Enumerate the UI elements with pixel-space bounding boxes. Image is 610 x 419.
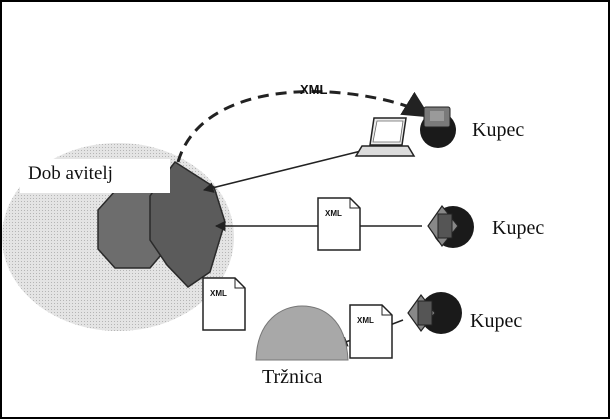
xml-document-3: [349, 304, 393, 359]
buyer-label-1: Kupec: [472, 119, 525, 141]
xml-flow-label: XML: [300, 82, 328, 97]
buyer-icon-3: [407, 292, 462, 334]
buyer-icon-2: [427, 204, 474, 248]
xml-document-1-label: XML: [325, 209, 342, 218]
laptop-icon: [354, 117, 416, 157]
buyer-label-2: Kupec: [492, 217, 545, 239]
xml-dashed-flow: [176, 90, 431, 163]
xml-document-2: [202, 277, 246, 331]
supplier-label: Dob avitelj: [28, 163, 113, 184]
connector-buyer1-supplier: [202, 149, 366, 193]
marketplace-dome: [255, 305, 349, 361]
xml-document-2-label: XML: [210, 289, 227, 298]
marketplace-label: Tržnica: [262, 366, 323, 388]
buyer-icon-1: [420, 106, 456, 148]
xml-document-3-label: XML: [357, 316, 374, 325]
buyer-label-3: Kupec: [470, 310, 523, 332]
xml-document-1: [317, 197, 361, 251]
supplier-label-bg: [20, 159, 170, 193]
